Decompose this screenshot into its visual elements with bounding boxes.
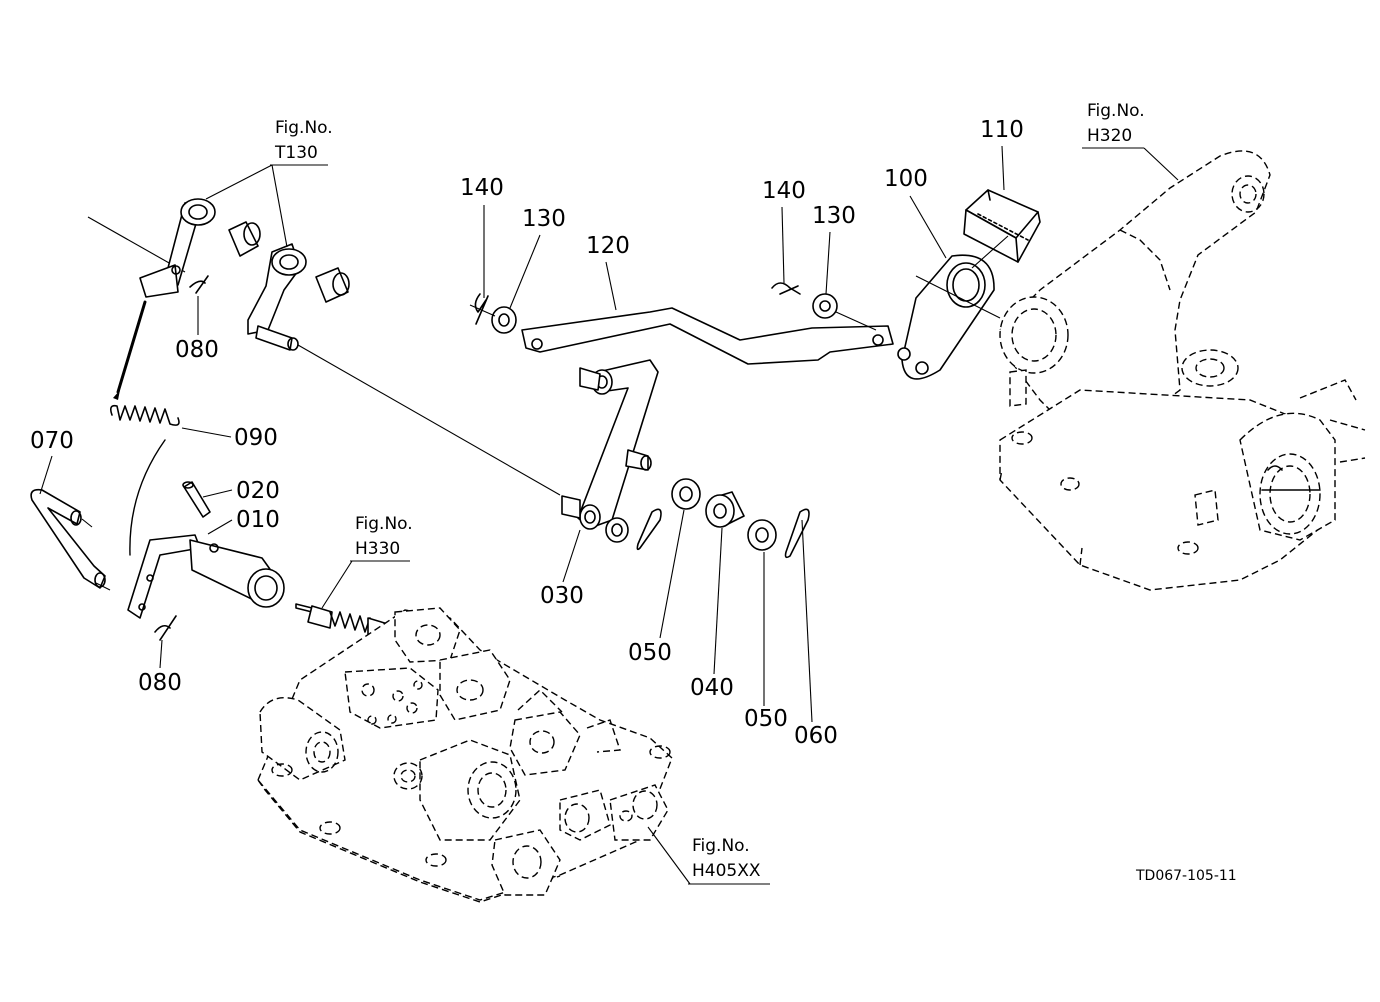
label-140-right: 140 [762, 178, 806, 204]
label-060: 060 [794, 723, 838, 749]
label-100: 100 [884, 166, 928, 192]
label-120: 120 [586, 233, 630, 259]
fig-ref-t130: Fig.No. T130 [206, 118, 333, 247]
label-080-lower: 080 [138, 670, 182, 696]
fig-ref-h405xx-prefix: Fig.No. [692, 836, 750, 856]
label-110: 110 [980, 117, 1024, 143]
label-020: 020 [236, 478, 280, 504]
fig-ref-h330: Fig.No. H330 [322, 514, 413, 608]
collar-040 [706, 492, 744, 527]
label-040: 040 [690, 675, 734, 701]
upper-lever-assembly [88, 199, 560, 495]
lever-010 [128, 535, 284, 618]
fig-ref-t130-number: T130 [274, 143, 318, 163]
label-050-left: 050 [628, 640, 672, 666]
label-130-right: 130 [812, 203, 856, 229]
label-050-right: 050 [744, 706, 788, 732]
spring-090 [111, 406, 179, 425]
fig-ref-h320: Fig.No. H320 [1082, 101, 1178, 180]
label-030: 030 [540, 583, 584, 609]
drawing-code: TD067-105-11 [1135, 868, 1237, 884]
fig-ref-h405xx: Fig.No. H405XX [648, 827, 770, 884]
pin-020 [183, 482, 210, 517]
fig-ref-h405xx-number: H405XX [692, 861, 761, 881]
lever-100 [898, 255, 1000, 379]
label-140-left: 140 [460, 175, 504, 201]
label-080-upper: 080 [175, 337, 219, 363]
label-010: 010 [236, 507, 280, 533]
fig-ref-h320-prefix: Fig.No. [1087, 101, 1145, 121]
fig-ref-h330-prefix: Fig.No. [355, 514, 413, 534]
label-070: 070 [30, 428, 74, 454]
rod-120 [522, 308, 893, 364]
arm-h320 [1000, 151, 1365, 590]
arm-030 [562, 360, 658, 529]
fig-ref-h330-number: H330 [355, 539, 400, 559]
rod-070 [31, 490, 110, 590]
label-090: 090 [234, 425, 278, 451]
fig-ref-t130-prefix: Fig.No. [275, 118, 333, 138]
fig-ref-h320-number: H320 [1087, 126, 1132, 146]
valve-block-h405xx [258, 608, 672, 902]
label-130-left: 130 [522, 206, 566, 232]
spacer-110 [964, 190, 1040, 262]
